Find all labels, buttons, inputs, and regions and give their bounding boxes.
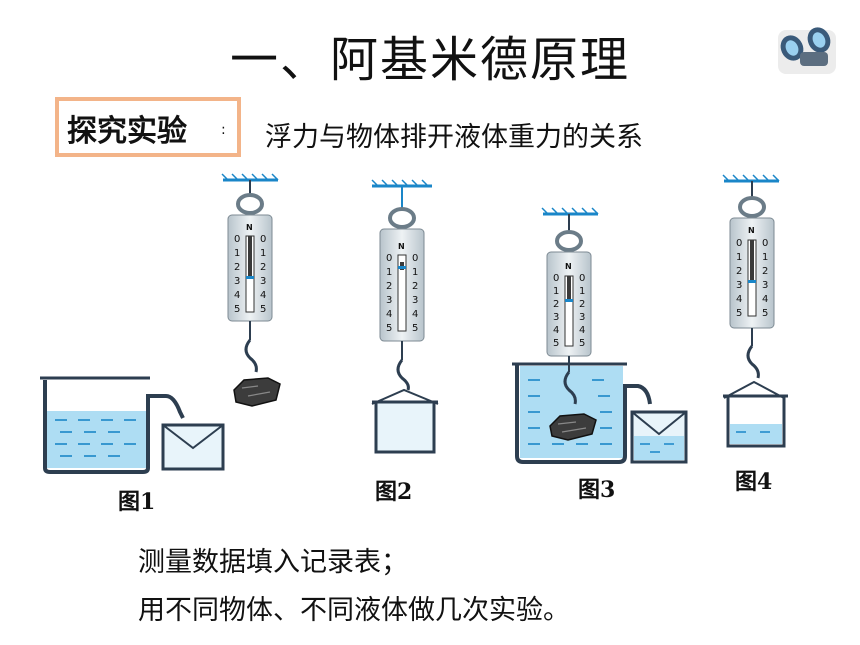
tick-label: 2: [762, 266, 768, 277]
scale-unit: N: [398, 242, 405, 251]
tick-label: 0: [412, 253, 418, 264]
tick-label: 4: [736, 294, 742, 305]
tick-label: 4: [260, 290, 266, 301]
scale-unit: N: [748, 226, 755, 235]
tick-label: 4: [234, 290, 240, 301]
tick-label: 2: [736, 266, 742, 277]
tick-label: 1: [762, 252, 768, 263]
tick-label: 1: [234, 248, 240, 259]
tick-label: 4: [579, 325, 585, 336]
page-title: 一、阿基米德原理: [229, 32, 630, 88]
figure-1-catch-cup: [161, 423, 225, 471]
tick-label: 0: [579, 273, 585, 284]
note-repeat-experiments: 用不同物体、不同液体做几次实验。: [138, 595, 570, 626]
tick-label: 5: [234, 304, 240, 315]
tick-label: 4: [386, 309, 392, 320]
tick-label: 0: [736, 238, 742, 249]
tick-label: 5: [553, 338, 559, 349]
tick-label: 3: [553, 312, 559, 323]
figure-2-label: 图2: [375, 479, 413, 505]
tick-label: 1: [412, 267, 418, 278]
figure-1-overflow-beaker: [40, 376, 185, 474]
tick-label: 0: [234, 234, 240, 245]
tick-label: 2: [260, 262, 266, 273]
note-record-data: 测量数据填入记录表；: [138, 547, 408, 578]
scale-unit: N: [246, 223, 253, 232]
figure-3-spring-scale: [541, 207, 599, 441]
figure-4-label: 图4: [735, 469, 773, 495]
inquiry-colon: :: [221, 122, 226, 138]
tick-label: 3: [260, 276, 266, 287]
tick-label: 1: [260, 248, 266, 259]
tick-label: 2: [553, 299, 559, 310]
tick-label: 0: [260, 234, 266, 245]
tick-label: 2: [579, 299, 585, 310]
tick-label: 1: [579, 286, 585, 297]
tick-label: 5: [260, 304, 266, 315]
tick-label: 3: [386, 295, 392, 306]
figure-3-overflow-beaker: [512, 362, 652, 464]
tick-label: 2: [234, 262, 240, 273]
figure-3-catch-cup: [630, 410, 688, 464]
figure-2-spring-scale: [371, 179, 439, 454]
scale-markings: N N N N 0 0 1 1 2 2 3 3 4 4 5 5 0 0 1 1 2 2 3 3 4 4…: [234, 223, 768, 349]
tick-label: 4: [762, 294, 768, 305]
tick-label: 1: [386, 267, 392, 278]
tick-label: 3: [412, 295, 418, 306]
tick-label: 3: [736, 280, 742, 291]
tick-label: 5: [762, 308, 768, 319]
tick-label: 5: [412, 323, 418, 334]
tick-label: 3: [762, 280, 768, 291]
tick-label: 4: [412, 309, 418, 320]
tick-label: 1: [736, 252, 742, 263]
binoculars-icon[interactable]: [777, 24, 836, 74]
tick-label: 5: [579, 338, 585, 349]
tick-label: 0: [386, 253, 392, 264]
tick-label: 3: [579, 312, 585, 323]
tick-label: 0: [553, 273, 559, 284]
tick-label: 2: [386, 281, 392, 292]
tick-label: 3: [234, 276, 240, 287]
inquiry-frame: [55, 97, 241, 157]
tick-label: 5: [736, 308, 742, 319]
tick-label: 0: [762, 238, 768, 249]
figure-3-label: 图3: [578, 477, 616, 503]
tick-label: 5: [386, 323, 392, 334]
experiment-subtitle: 浮力与物体排开液体重力的关系: [265, 122, 643, 153]
figure-1-spring-scale: [221, 173, 281, 407]
inquiry-label: 探究实验: [67, 114, 187, 149]
tick-label: 1: [553, 286, 559, 297]
scale-unit: N: [565, 262, 572, 271]
tick-label: 4: [553, 325, 559, 336]
figure-1-label: 图1: [118, 489, 156, 515]
figure-4-spring-scale: [722, 174, 788, 448]
tick-label: 2: [412, 281, 418, 292]
